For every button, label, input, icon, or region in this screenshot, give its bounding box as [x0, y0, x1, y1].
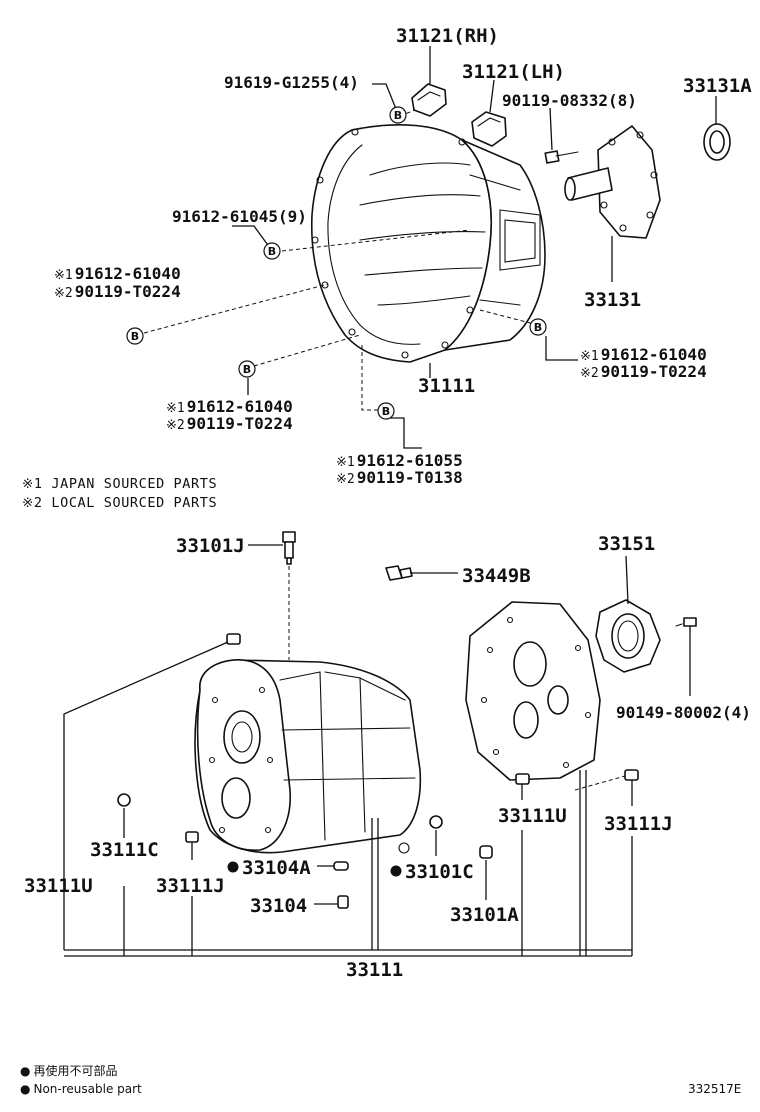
alt-bottom-part1: 91612-61055 — [357, 451, 463, 470]
legend-bullet-en: ● — [20, 1082, 30, 1096]
ref-marker-b-2: B — [263, 242, 281, 260]
plug-33111c — [117, 793, 131, 807]
bolt-90119-08332-illustration — [544, 150, 579, 164]
alt-left-upper-mark1: ※1 — [54, 268, 73, 283]
switch-33101j-illustration — [282, 531, 296, 565]
label-91619-g1255: 91619-G1255(4) — [224, 73, 359, 92]
label-33131a: 33131A — [683, 75, 752, 97]
cap-lh-illustration — [471, 111, 507, 147]
figure-id: 332517E — [688, 1082, 741, 1096]
pin-33111j-left — [185, 831, 199, 843]
alt-left-lower-part2: 90119-T0224 — [187, 414, 293, 433]
label-33104a: 33104A — [242, 857, 311, 879]
ref-marker-b-4-text: B — [534, 321, 542, 334]
transmission-case-illustration — [194, 659, 422, 854]
label-33111u-right: 33111U — [498, 805, 567, 827]
upper-leader-lines — [143, 46, 717, 449]
ref-marker-b-1-text: B — [394, 109, 402, 122]
alt-left-lower-mark2: ※2 — [166, 418, 185, 433]
ref-marker-b-3-text: B — [131, 330, 139, 343]
ref-marker-b-6: B — [377, 402, 395, 420]
label-31121-lh: 31121(LH) — [462, 61, 565, 83]
label-33111: 33111 — [346, 959, 403, 981]
bolt-90149-illustration — [675, 617, 697, 627]
alt-right-mark1: ※1 — [580, 349, 599, 364]
ref-marker-b-6-text: B — [382, 405, 390, 418]
case-plate-illustration — [465, 601, 601, 781]
label-33449b: 33449B — [462, 565, 531, 587]
alt-left-lower-mark1: ※1 — [166, 401, 185, 416]
pin-33111u-top — [226, 633, 241, 645]
label-33131: 33131 — [584, 289, 641, 311]
label-90149-80002: 90149-80002(4) — [616, 703, 751, 722]
ref-marker-b-1: B — [389, 106, 407, 124]
alt-right-part2: 90119-T0224 — [601, 362, 707, 381]
clutch-housing-illustration — [310, 124, 546, 363]
alt-right-mark2: ※2 — [580, 366, 599, 381]
ref-marker-b-2-text: B — [268, 245, 276, 258]
cap-rh-illustration — [411, 83, 447, 117]
non-reusable-dot-33104a — [227, 861, 239, 873]
oil-seal-illustration — [703, 123, 731, 161]
label-90119-08332: 90119-08332(8) — [502, 91, 637, 110]
note-local-sourced: ※2 LOCAL SOURCED PARTS — [22, 495, 217, 511]
ref-marker-b-5: B — [238, 360, 256, 378]
label-31111: 31111 — [418, 375, 475, 397]
label-33111j-left: 33111J — [156, 875, 225, 897]
svg-text:●再使用不可部品: ●再使用不可部品 — [20, 1063, 118, 1078]
label-33101c: 33101C — [405, 861, 474, 883]
alt-left-upper-mark2: ※2 — [54, 286, 73, 301]
label-33151: 33151 — [598, 533, 655, 555]
label-33111j-right: 33111J — [604, 813, 673, 835]
alt-bottom-mark2: ※2 — [336, 472, 355, 487]
ref-marker-b-3: B — [126, 327, 144, 345]
lower-leader-lines — [63, 544, 691, 957]
alt-right-part1: 91612-61040 — [601, 345, 707, 364]
alt-bottom-part2: 90119-T0138 — [357, 468, 463, 487]
gasket-33101c — [429, 815, 443, 829]
alt-left-upper-part2: 90119-T0224 — [75, 282, 181, 301]
legend-bullet-jp: ● — [20, 1064, 30, 1078]
gasket-33104a — [333, 861, 349, 871]
alt-left-lower-part1: 91612-61040 — [187, 397, 293, 416]
ref-marker-b-4: B — [529, 318, 547, 336]
plug-33104 — [337, 895, 349, 909]
non-reusable-dot-33101c — [390, 865, 402, 877]
label-33111u-left: 33111U — [24, 875, 93, 897]
label-91612-61045: 91612-61045(9) — [172, 207, 307, 226]
legend-en-text: Non-reusable part — [33, 1082, 142, 1096]
bearing-retainer-illustration — [564, 125, 661, 239]
plug-33101a — [479, 845, 493, 859]
note-japan-sourced: ※1 JAPAN SOURCED PARTS — [22, 476, 217, 492]
alt-bottom-mark1: ※1 — [336, 455, 355, 470]
alt-left-upper-part1: 91612-61040 — [75, 264, 181, 283]
label-33101j: 33101J — [176, 535, 245, 557]
legend-jp-text: 再使用不可部品 — [33, 1063, 117, 1078]
pin-33111u-right — [515, 773, 530, 785]
bearing-retainer-33151-illustration — [595, 599, 661, 673]
svg-text:●Non-reusable part: ●Non-reusable part — [20, 1082, 142, 1096]
label-33104: 33104 — [250, 895, 307, 917]
pin-33111j-right — [624, 769, 639, 781]
clip-33449b-illustration — [385, 565, 413, 581]
ref-marker-b-5-text: B — [243, 363, 251, 376]
label-33111c: 33111C — [90, 839, 159, 861]
label-33101a: 33101A — [450, 904, 519, 926]
label-31121-rh: 31121(RH) — [396, 25, 499, 47]
